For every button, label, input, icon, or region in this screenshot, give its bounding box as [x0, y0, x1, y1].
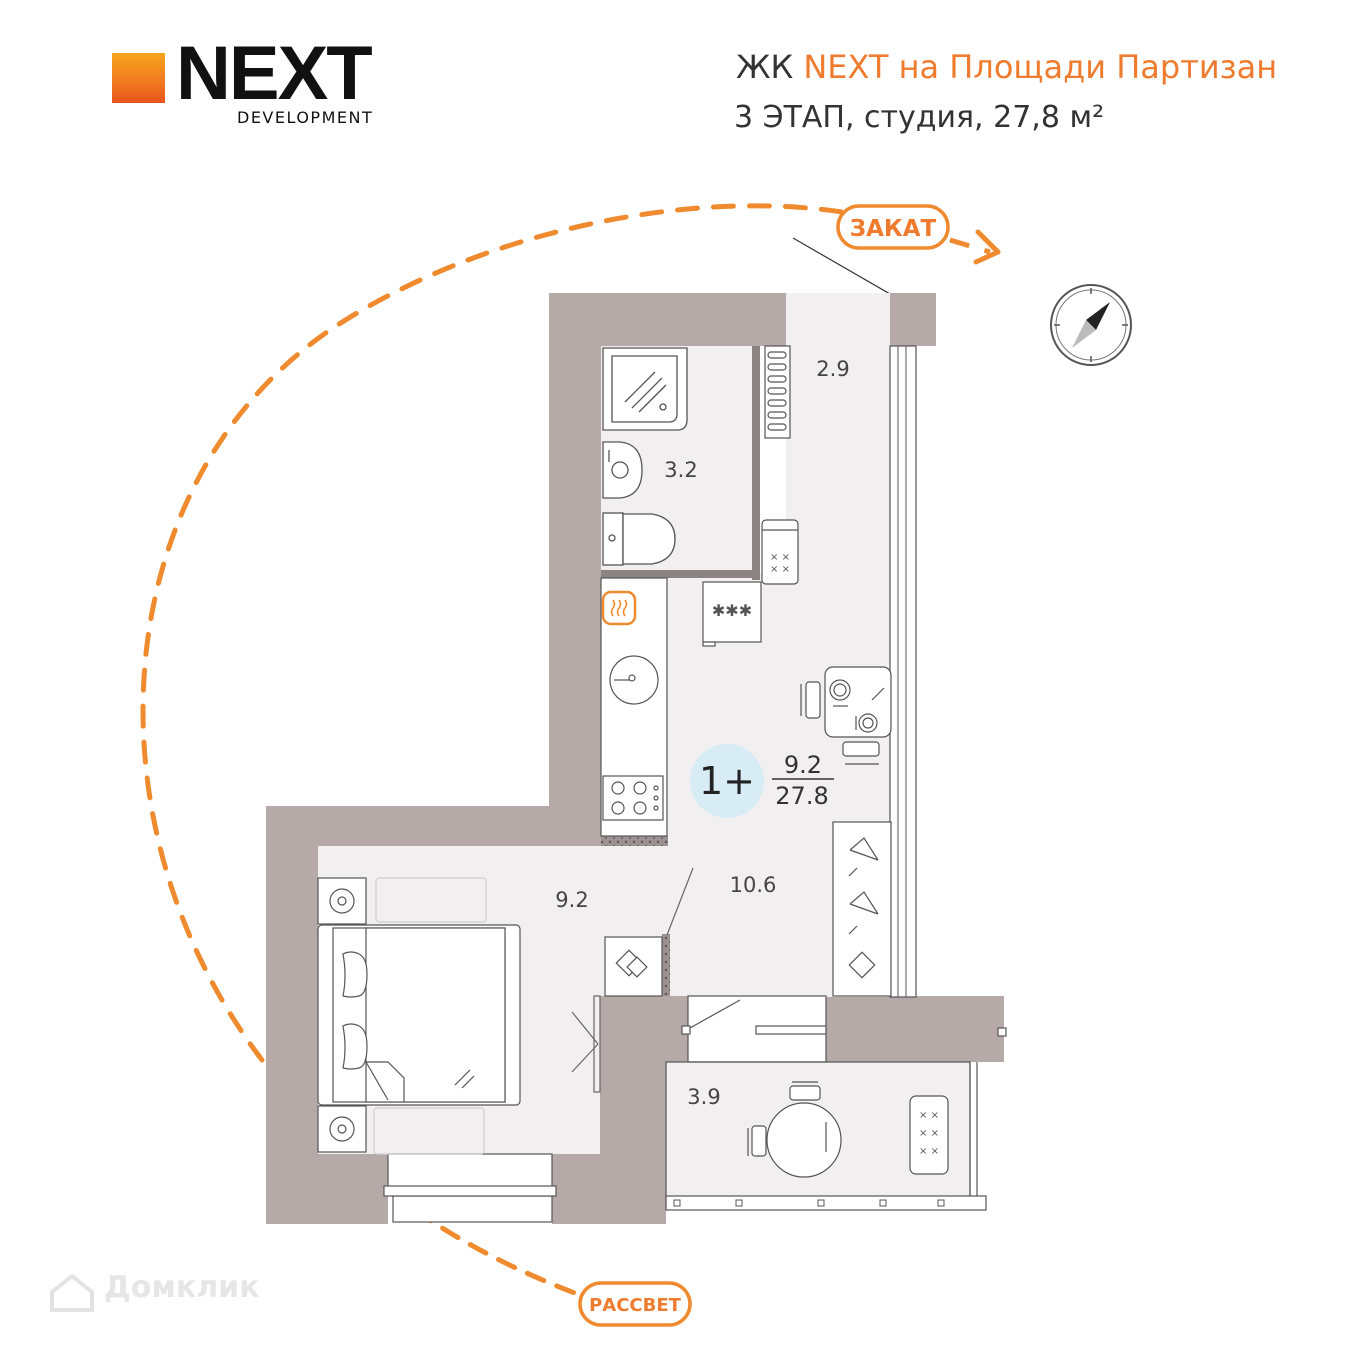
shower-tray-icon — [602, 347, 688, 431]
shoe-cabinet-icon — [604, 936, 663, 997]
svg-text:× ×: × × — [919, 1128, 939, 1139]
cooktop-icon — [602, 775, 664, 821]
bath-area-label: 3.2 — [664, 458, 697, 482]
walls — [266, 293, 1004, 1224]
logo-subtitle: DEVELOPMENT — [237, 108, 374, 127]
home-icon — [50, 1273, 94, 1312]
bedroom-window — [383, 1153, 557, 1223]
living-area-value: 9.2 — [784, 751, 822, 779]
bedroom-door — [571, 867, 694, 1093]
unit-subtitle: 3 ЭТАП, студия, 27,8 м² — [734, 100, 1105, 135]
compass-icon — [1050, 284, 1132, 366]
sunrise-label: РАССВЕТ — [589, 1295, 682, 1316]
bed-icon — [317, 924, 521, 1106]
radiator-icon — [764, 345, 791, 439]
unit-type-badge — [690, 744, 764, 818]
bedroom-rug — [373, 877, 487, 1155]
sunset-label: ЗАКАТ — [850, 216, 937, 242]
total-area-value: 27.8 — [775, 782, 828, 810]
boiler-icon — [601, 590, 637, 626]
balcony-bench-icon: × × × × × × — [909, 1095, 949, 1175]
svg-text:× ×: × × — [919, 1146, 939, 1157]
svg-text:× ×: × × — [770, 564, 790, 575]
svg-text:× ×: × × — [919, 1110, 939, 1121]
wardrobe-icon — [832, 821, 892, 997]
balcony-table-icon — [747, 1081, 842, 1178]
project-title-prefix: ЖК — [736, 48, 804, 86]
nightstand-icon — [317, 877, 367, 1153]
logo-wordmark: NEXT — [176, 31, 373, 116]
dining-table-icon — [800, 666, 892, 765]
hood-icon: ✱✱✱ — [712, 601, 752, 620]
balcony-railing — [673, 1199, 945, 1207]
svg-text:× ×: × × — [770, 552, 790, 563]
project-title: ЖК NEXT на Площади Партизан — [736, 48, 1277, 86]
balcony-area-label: 3.9 — [687, 1085, 720, 1109]
sun-path-arc-end — [949, 237, 991, 255]
sunrise-badge — [578, 1281, 692, 1327]
sunset-arrow-icon — [973, 229, 1001, 265]
kitchen-area-label: 10.6 — [730, 873, 777, 897]
hall-area-label: 2.9 — [816, 357, 849, 381]
project-title-accent: NEXT на Площади Партизан — [803, 48, 1278, 86]
logo-mark — [112, 53, 165, 103]
watermark-text: Домклик — [104, 1270, 260, 1305]
sun-path-arc-bottom — [387, 1189, 583, 1298]
hall-cabinet-icon: × × × × — [761, 519, 799, 585]
right-window — [889, 345, 917, 998]
bedroom-area-label: 9.2 — [555, 888, 588, 912]
sunset-badge — [836, 204, 950, 250]
kitchen-sink-icon — [609, 655, 659, 705]
sink-icon — [602, 441, 643, 499]
toilet-icon — [602, 512, 676, 566]
unit-type-label: 1+ — [699, 759, 755, 803]
balcony-door — [681, 995, 1007, 1063]
